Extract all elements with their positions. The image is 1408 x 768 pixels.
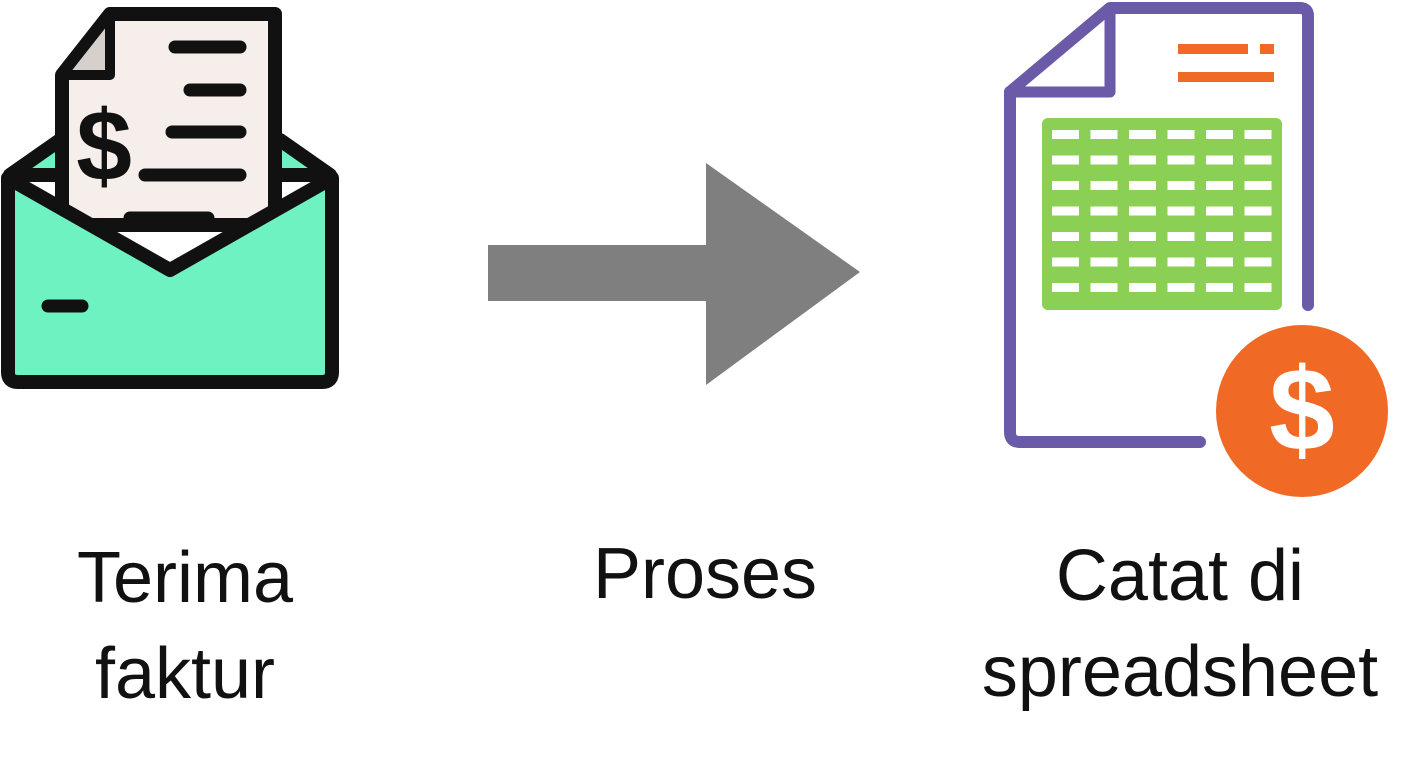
grid-cell	[1206, 155, 1233, 165]
grid-cell	[1129, 130, 1156, 139]
grid-cell	[1244, 206, 1272, 216]
grid-cell	[1244, 283, 1272, 292]
grid-cell	[1129, 155, 1156, 165]
dollar-badge	[1216, 325, 1388, 497]
grid-cell	[1206, 257, 1233, 267]
grid-cell	[1090, 181, 1118, 190]
step-label-process: Proses	[540, 526, 870, 622]
grid-cell	[1244, 181, 1272, 190]
grid-cell	[1090, 155, 1118, 165]
grid-cell	[1052, 181, 1079, 190]
grid-cell	[1052, 257, 1079, 267]
grid-cell	[1167, 206, 1195, 216]
grid-cell	[1129, 283, 1156, 292]
grid-cell	[1206, 130, 1233, 139]
grid-cell	[1244, 232, 1272, 241]
grid-cell	[1090, 257, 1118, 267]
grid-cell	[1090, 130, 1118, 139]
grid-cell	[1167, 181, 1195, 190]
grid-cell	[1167, 130, 1195, 139]
step-label-line: Catat di	[1055, 536, 1305, 616]
grid-cell	[1090, 206, 1118, 216]
grid-cell	[1129, 206, 1156, 216]
grid-cell	[1206, 206, 1233, 216]
grid-cell	[1244, 257, 1272, 267]
step-label-receive-invoice: Terima faktur	[15, 530, 355, 722]
svg-text:$: $	[1269, 344, 1335, 476]
grid-cell	[1167, 155, 1195, 165]
grid-cell	[1167, 283, 1195, 292]
grid-cell	[1052, 206, 1079, 216]
spreadsheet-dollar-icon: $	[1004, 2, 1388, 497]
grid-cell	[1090, 283, 1118, 292]
step-label-line: Terima	[76, 538, 294, 618]
step-label-record-spreadsheet: Catat di spreadsheet	[970, 528, 1390, 720]
grid-cell	[1052, 283, 1079, 292]
grid-cell	[1129, 232, 1156, 241]
envelope-invoice-icon: $	[1, 7, 339, 389]
grid-cell	[1052, 155, 1079, 165]
step-label-line: spreadsheet	[981, 632, 1379, 712]
grid-cell	[1206, 232, 1233, 241]
grid-cell	[1052, 130, 1079, 139]
step-label-line: Proses	[592, 534, 818, 614]
grid-cell	[1052, 232, 1079, 241]
grid-cell	[1167, 232, 1195, 241]
grid-cell	[1129, 257, 1156, 267]
arrow-right-icon	[488, 163, 860, 385]
grid-cell	[1244, 155, 1272, 165]
svg-text:$: $	[76, 90, 132, 202]
grid-cell	[1167, 257, 1195, 267]
grid-cell	[1206, 181, 1233, 190]
grid-cell	[1129, 181, 1156, 190]
step-label-line: faktur	[94, 634, 276, 714]
grid-cell	[1090, 232, 1118, 241]
grid-cell	[1244, 130, 1272, 139]
grid-cell	[1206, 283, 1233, 292]
